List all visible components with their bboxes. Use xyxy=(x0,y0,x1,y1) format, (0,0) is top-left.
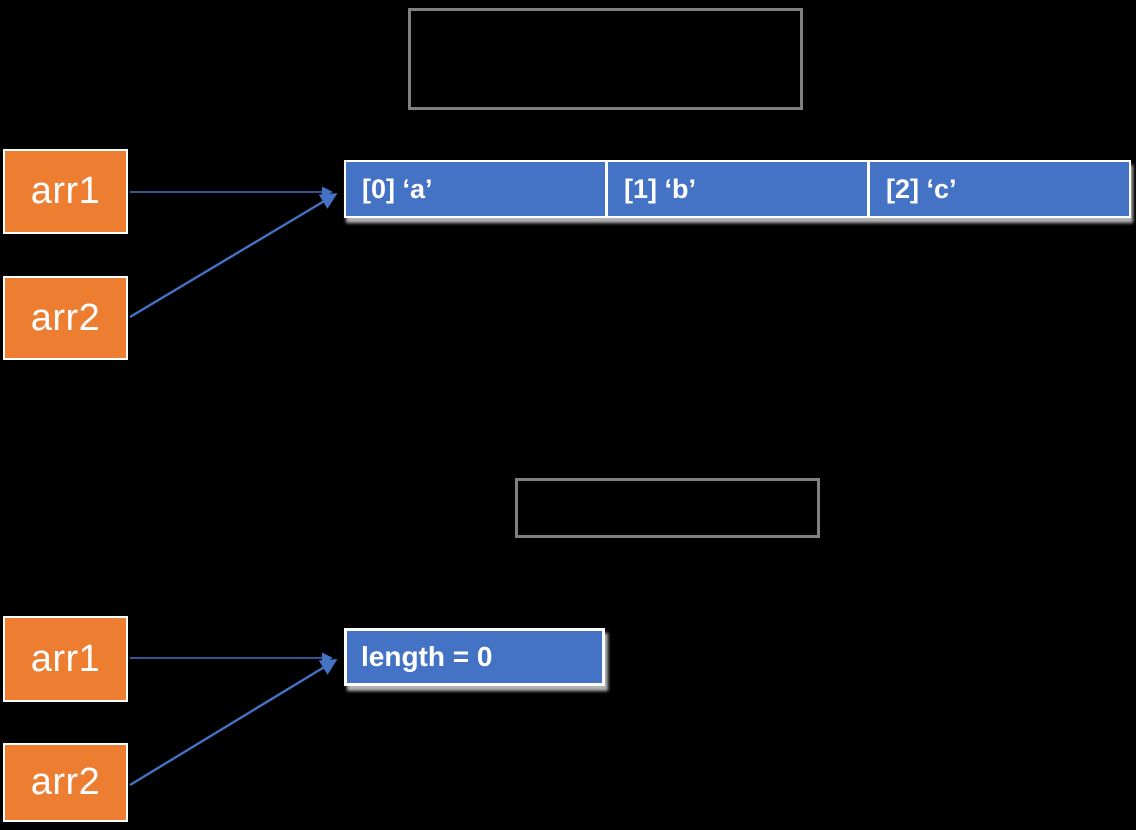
code-box-bottom xyxy=(515,478,820,538)
array-length-box: length = 0 xyxy=(344,628,605,686)
variable-box-arr1-bottom: arr1 xyxy=(3,616,128,702)
arrow-arr2-to-length-icon xyxy=(129,659,338,787)
array-cell-1: [1] ‘b’ xyxy=(608,162,867,216)
variable-label: arr2 xyxy=(30,296,101,339)
variable-label: arr1 xyxy=(30,637,101,680)
variable-box-arr2-top: arr2 xyxy=(3,276,128,360)
array-cell-2: [2] ‘c’ xyxy=(870,162,1129,216)
arrow-arr2-to-array-icon xyxy=(129,193,338,319)
array-object-top: [0] ‘a’ [1] ‘b’ [2] ‘c’ xyxy=(344,160,1131,218)
code-box-top xyxy=(408,8,803,110)
array-cell-0: [0] ‘a’ xyxy=(346,162,605,216)
variable-box-arr1-top: arr1 xyxy=(3,149,128,234)
variable-label: arr1 xyxy=(30,170,101,212)
variable-box-arr2-bottom: arr2 xyxy=(3,743,128,822)
variable-label: arr2 xyxy=(30,761,101,803)
